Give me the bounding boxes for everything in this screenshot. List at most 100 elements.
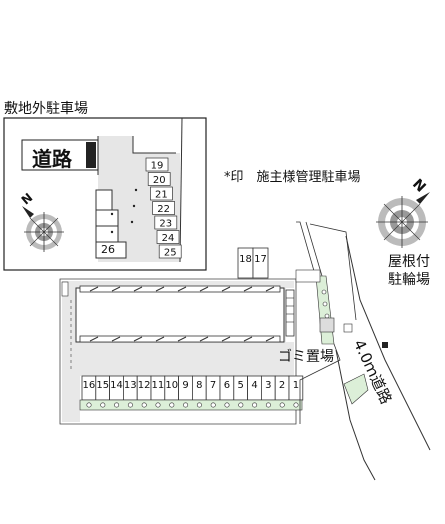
managed-slot-mark — [110, 230, 114, 234]
inset-road-edge — [86, 142, 96, 168]
planting-dot — [155, 402, 161, 408]
balcony-hatch — [111, 286, 121, 292]
balcony-hatch — [265, 286, 275, 292]
building-balcony — [79, 285, 281, 293]
bottom-parking-slot-number: 9 — [182, 380, 188, 391]
inset-slot-26-label: 26 — [101, 243, 115, 256]
planting-dot — [224, 402, 230, 408]
inset-parking-slot-number: 19 — [151, 161, 164, 172]
bottom-parking-slot-number: 8 — [196, 380, 202, 391]
planting-dot — [238, 402, 244, 408]
balcony-hatch — [221, 286, 231, 292]
bottom-parking-slot-number: 4 — [251, 380, 257, 391]
bottom-parking-slot-number: 12 — [138, 380, 151, 391]
bottom-parking-slot-number: 16 — [83, 380, 96, 391]
site-boundary-line — [309, 223, 357, 321]
balcony-hatch — [155, 286, 165, 292]
bicycle-parking-area — [315, 275, 335, 345]
management-note: *印 施主様管理駐車場 — [224, 170, 361, 185]
inset-parking-slot-number: 23 — [159, 219, 172, 230]
inset-parking-slot — [150, 186, 173, 201]
planting-dot — [279, 402, 285, 408]
bottom-parking-slot-number: 10 — [165, 380, 178, 391]
planting-dot — [196, 402, 202, 408]
top-parking-slot-number: 18 — [239, 254, 252, 265]
corridor-hatch — [155, 336, 165, 342]
planting-dot — [210, 402, 216, 408]
inset-parking-slot — [154, 215, 178, 230]
site-boundary-line — [305, 221, 323, 277]
bottom-parking-slot-number: 7 — [210, 380, 216, 391]
bicycle-icons — [321, 289, 331, 331]
corridor-hatch — [133, 336, 143, 342]
inset-parking-slot-number: 24 — [162, 233, 175, 244]
bottom-parking-slot-number: 6 — [224, 380, 230, 391]
bottom-parking-slot-number: 2 — [279, 380, 285, 391]
inset-parking-slot — [156, 230, 180, 244]
building-hatches — [89, 286, 275, 342]
road-edge — [335, 349, 376, 481]
managed-slot-mark — [134, 188, 138, 192]
inset-slot-26-box — [95, 241, 127, 259]
bottom-parking-slot-number: 14 — [110, 380, 123, 391]
corridor-hatch — [177, 336, 187, 342]
bottom-parking-slot-number: 3 — [265, 380, 271, 391]
planting-dot — [86, 402, 92, 408]
roofed-bicycle-parking-label: 屋根付 駐輪場 — [388, 254, 430, 288]
inset-building — [95, 209, 119, 227]
road-edge — [345, 235, 431, 451]
bottom-parking-slot-number: 13 — [124, 380, 137, 391]
planting-dot — [127, 402, 133, 408]
utility-pole — [382, 342, 388, 348]
planting-strip — [79, 399, 303, 411]
right-area — [295, 192, 431, 481]
corridor-hatch — [111, 336, 121, 342]
left-boundary-marks — [61, 281, 72, 370]
planting-dot — [252, 402, 258, 408]
bottom-parking-slot-number: 5 — [238, 380, 244, 391]
balcony-hatch — [89, 286, 99, 292]
meter-box — [343, 323, 353, 333]
corridor-hatch — [243, 336, 253, 342]
managed-slot-mark — [130, 220, 134, 224]
inset-road-label: 道路 — [32, 147, 72, 171]
building-corridor — [79, 335, 281, 343]
balcony-hatch — [133, 286, 143, 292]
bottom-parking-slot-number: 15 — [96, 380, 109, 391]
planting-dot — [293, 402, 299, 408]
corridor-hatch — [265, 336, 275, 342]
offsite-parking-title: 敷地外駐車場 — [4, 101, 88, 117]
planting-dot — [141, 402, 147, 408]
garbage-area-label: ゴミ置場 — [278, 349, 334, 365]
managed-slot-mark — [110, 212, 114, 216]
managed-slot-mark — [132, 204, 136, 208]
top-parking-slot-number: 17 — [254, 254, 267, 265]
compass-rose-icon — [22, 206, 64, 252]
planting-dot — [114, 402, 120, 408]
inset-lot-edge — [179, 117, 183, 263]
inset-parking-slot — [158, 244, 182, 259]
green-patch — [343, 373, 369, 405]
building — [75, 287, 285, 343]
balcony-hatch — [243, 286, 253, 292]
entrance-box — [295, 269, 321, 283]
inset-parking-slot-number: 21 — [155, 190, 168, 201]
inset-parking-slot-number: 22 — [157, 204, 170, 215]
planting-dot — [169, 402, 175, 408]
inset-lot-edge — [132, 136, 176, 154]
bottom-parking-slot-number: 11 — [152, 380, 165, 391]
corridor-hatch — [221, 336, 231, 342]
planting-dot — [265, 402, 271, 408]
inset-building — [95, 225, 119, 243]
balcony-hatch — [177, 286, 187, 292]
corridor-hatch — [199, 336, 209, 342]
inset-parking-slot — [152, 201, 175, 215]
site-boundary-line — [296, 221, 317, 279]
planting-dots — [86, 402, 299, 408]
inset-building — [95, 189, 113, 211]
corridor-hatch — [89, 336, 99, 342]
